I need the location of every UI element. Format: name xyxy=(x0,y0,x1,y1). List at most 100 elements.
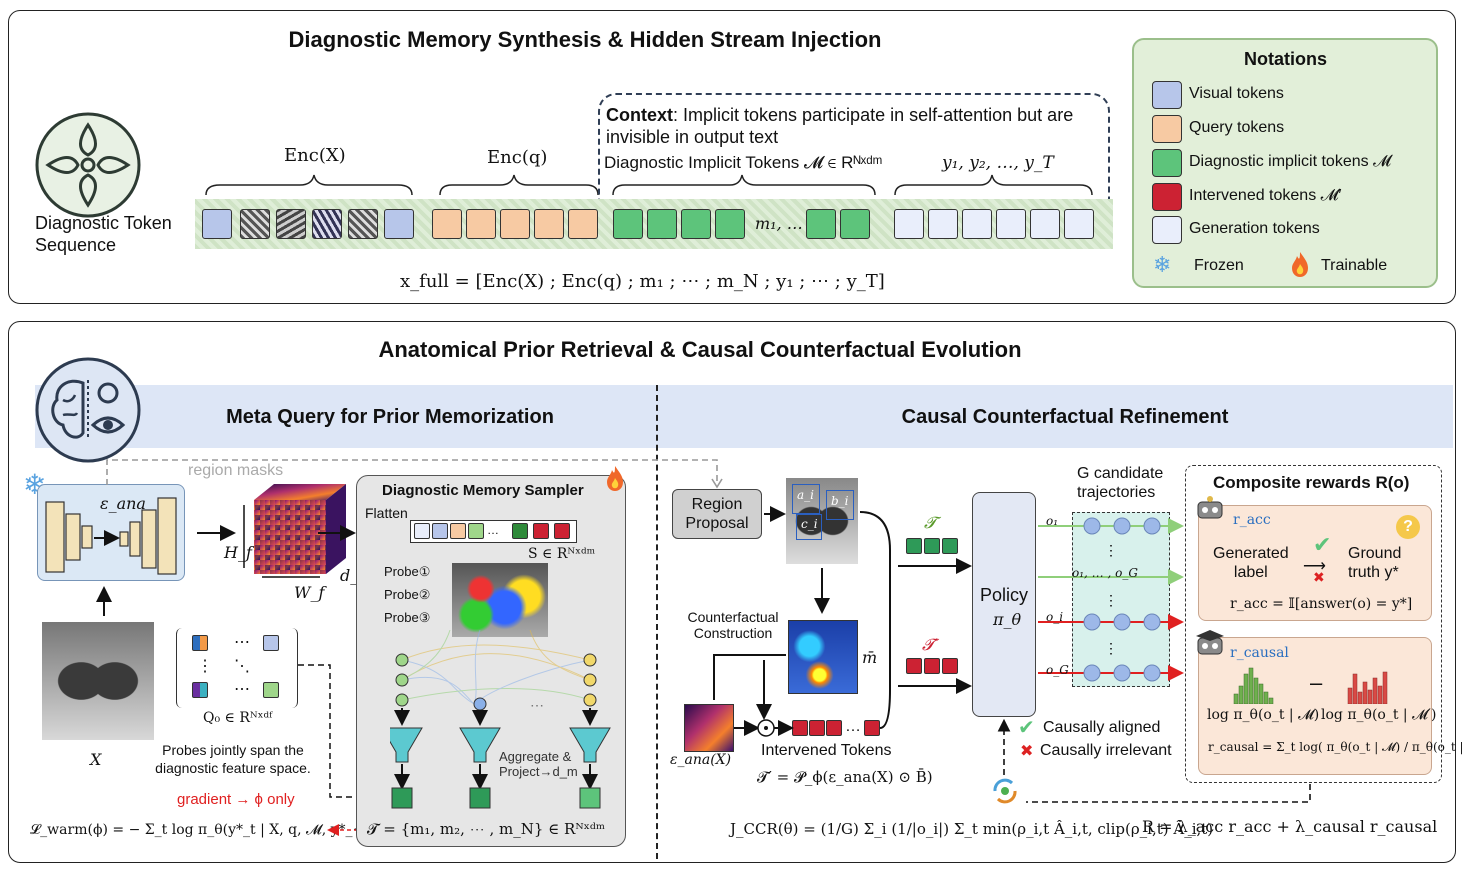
top-title: Diagnostic Memory Synthesis & Hidden Str… xyxy=(288,27,882,52)
visual-token-image xyxy=(240,209,270,239)
implicit-token xyxy=(806,209,836,239)
fire-icon xyxy=(607,466,623,491)
query-cell xyxy=(263,682,279,698)
t-token xyxy=(942,538,958,554)
context-text: Context: Implicit tokens participate in … xyxy=(606,104,1106,148)
counterfactual-heatmap-image xyxy=(788,620,858,694)
flatten-label: Flatten xyxy=(365,505,408,521)
g-candidates-label: G candidate trajectories xyxy=(1077,465,1164,501)
right-subtitle: Causal Counterfactual Refinement xyxy=(901,406,1229,428)
brain-eye-logo-icon xyxy=(35,357,141,463)
flatten-token xyxy=(512,523,528,539)
brace-lines xyxy=(205,174,1093,196)
notation-swatch xyxy=(1152,115,1182,143)
acc-cross-icon: ✖ xyxy=(1313,569,1325,585)
policy-box[interactable] xyxy=(972,492,1036,717)
diag-ellipsis: ⋱ xyxy=(234,658,250,675)
row-ellipsis: ⋯ xyxy=(234,634,250,651)
context-bold: Context xyxy=(606,105,673,125)
gradient-label: gradient → ϕ only xyxy=(177,791,295,808)
region-box-a xyxy=(792,484,820,514)
notation-swatch xyxy=(1152,216,1182,244)
s-label: S ∈ Rᴺˣᵈᵐ xyxy=(528,546,596,562)
robot-icon xyxy=(1197,496,1223,519)
q0-label: Q₀ ∈ Rᴺˣᵈᶠ xyxy=(203,710,273,726)
region-xray-image xyxy=(786,478,858,564)
implicit-token xyxy=(681,209,711,239)
notation-label: Intervened tokens 𝓜′ xyxy=(1189,187,1342,204)
aligned-label: Causally aligned xyxy=(1043,719,1161,736)
e-ana-x-label: ε_ana(X) xyxy=(670,752,732,768)
col-ellipsis: ⋮ xyxy=(197,658,213,675)
enc-x-label: Enc(X) xyxy=(284,145,346,166)
visual-token-image xyxy=(312,209,342,239)
region-box-c xyxy=(796,514,822,540)
implicit-token xyxy=(715,209,745,239)
notation-label: Visual tokens xyxy=(1189,85,1284,102)
probe3-label: Probe③ xyxy=(384,610,431,625)
t-prime-token xyxy=(906,658,922,674)
r-causal-label: r_causal xyxy=(1230,645,1289,661)
center-divider xyxy=(656,385,658,859)
subheader-band xyxy=(35,385,1453,448)
flatten-token xyxy=(432,523,448,539)
generation-token xyxy=(894,209,924,239)
t-prime-formula: 𝓣′ = 𝓟_ϕ(ε_ana(X) ⊙ B̄) xyxy=(757,768,933,786)
r-acc-formula: r_acc = 𝕀[answer(o) = y*] xyxy=(1230,596,1413,612)
token-sequence-logo-icon xyxy=(35,112,141,218)
feature-cube xyxy=(254,484,346,574)
o1g-label: o₁, … , o_G xyxy=(1072,566,1138,580)
t-symbol: 𝓣 xyxy=(924,513,937,532)
notations-box xyxy=(1132,38,1438,288)
right-arrows: ⋮⋮⋮ xyxy=(713,506,1311,803)
causal-reward-box xyxy=(1198,637,1432,775)
m-label: m₁, … xyxy=(755,214,803,233)
frozen-label: Frozen xyxy=(1194,257,1244,274)
check-icon: ✔ xyxy=(1018,717,1035,739)
aggregate-label: Aggregate & Project→d_m xyxy=(499,749,578,779)
context-body: : Implicit tokens participate in self-at… xyxy=(606,105,1074,147)
warm-loss-formula: 𝓛_warm(ϕ) = − Σ_t log π_θ(y*_t | X, q, 𝓜… xyxy=(30,822,376,838)
green-histogram xyxy=(1233,667,1274,704)
t-token xyxy=(924,538,940,554)
implicit-token xyxy=(613,209,643,239)
probes-note: Probes jointly span the diagnostic featu… xyxy=(155,742,311,776)
feature-cube-small xyxy=(684,704,734,752)
red-histogram xyxy=(1347,671,1388,704)
acc-reward-box xyxy=(1198,505,1432,621)
visual-token xyxy=(202,209,232,239)
flatten-token xyxy=(414,523,430,539)
t-set-formula: 𝓣 = {m₁, m₂, ⋯ , m_N} ∈ Rᴺˣᵈᵐ xyxy=(367,820,606,838)
cross-icon: ✖ xyxy=(1020,743,1034,760)
pi-theta-label: π_θ xyxy=(993,610,1022,629)
enc-q-label: Enc(q) xyxy=(487,147,548,168)
r-total-formula: R = λ_acc r_acc + λ_causal r_causal xyxy=(1142,817,1438,836)
svg-text:⋮: ⋮ xyxy=(1104,640,1118,656)
attention-heatmap-image xyxy=(452,563,548,637)
notation-swatch xyxy=(1152,149,1182,177)
wf-label: W_f xyxy=(294,583,325,602)
intervened-token xyxy=(809,720,825,736)
notation-swatch xyxy=(1152,81,1182,109)
generation-token xyxy=(996,209,1026,239)
x-label: X xyxy=(90,750,102,769)
o1-label: o₁ xyxy=(1046,514,1059,528)
flatten-token xyxy=(533,523,549,539)
rewards-title: Composite rewards R(o) xyxy=(1213,473,1410,492)
query-token xyxy=(432,209,462,239)
acc-check-icon: ✔ xyxy=(1313,532,1332,557)
bottom-title: Anatomical Prior Retrieval & Causal Coun… xyxy=(378,337,1022,362)
sequence-label: Diagnostic Token Sequence xyxy=(35,213,172,255)
svg-text:⋮: ⋮ xyxy=(1104,592,1118,608)
left-subtitle: Meta Query for Prior Memorization xyxy=(226,406,554,428)
region-masks-label: region masks xyxy=(188,462,284,479)
generation-token xyxy=(1030,209,1060,239)
region-chip-a: a_i xyxy=(797,488,814,502)
question-icon: ? xyxy=(1396,515,1420,539)
refresh-icon xyxy=(993,778,1017,804)
policy-label: Policy xyxy=(980,585,1029,605)
region-proposal-box[interactable] xyxy=(672,489,762,539)
log-m-label: log π_θ(o_t | 𝓜) xyxy=(1207,707,1320,723)
query-token xyxy=(534,209,564,239)
e-ana-label: ε_ana xyxy=(100,494,146,513)
